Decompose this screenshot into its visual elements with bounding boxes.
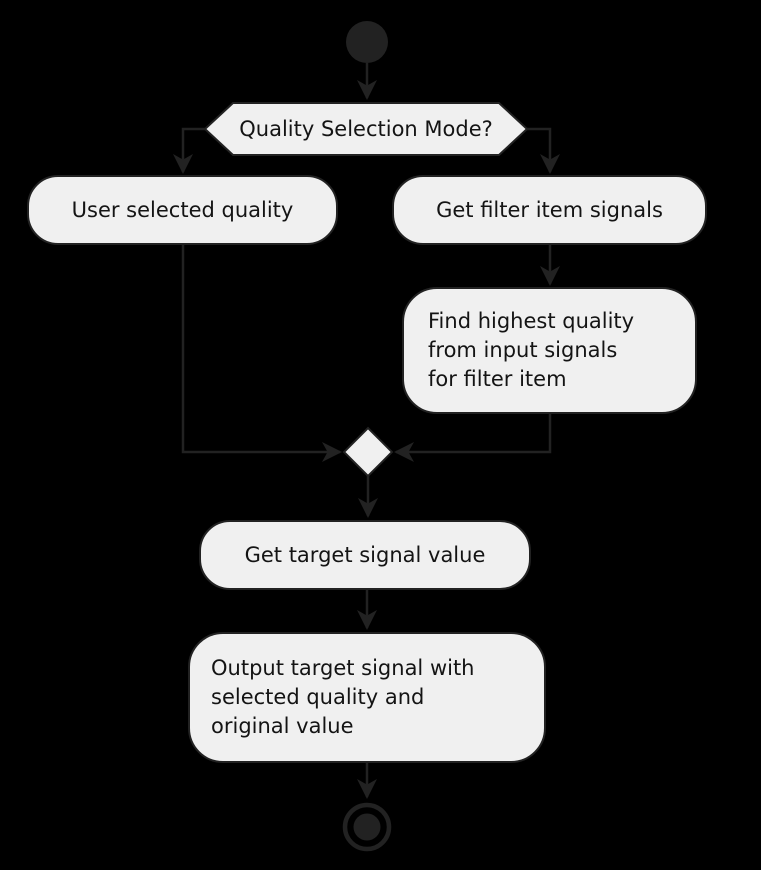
edge-decision-to-get-filter xyxy=(527,127,560,174)
activity-label-find-highest-quality: Find highest quality from input signals … xyxy=(403,288,696,413)
text-line: Find highest quality xyxy=(428,309,635,333)
end-node-ring xyxy=(342,802,392,852)
text-line: for filter item xyxy=(428,367,567,391)
activity-get-target-signal-value xyxy=(199,520,531,590)
activity-label-get-target-signal-value: Get target signal value xyxy=(244,542,486,567)
text-line: Output target signal with xyxy=(211,656,475,680)
activity-label-user-selected-quality: User selected quality xyxy=(71,197,294,222)
activity-label-get-filter-item-signals: Get filter item signals xyxy=(436,197,663,222)
edge-find-highest-to-merge xyxy=(394,413,552,462)
activity-label-output-target-signal: Output target signal with selected quali… xyxy=(189,633,545,762)
edge-decision-to-user-selected xyxy=(173,127,205,174)
decision-label: Quality Selection Mode? xyxy=(239,116,493,141)
text-line: from input signals xyxy=(428,338,618,362)
end-node-core xyxy=(353,813,381,841)
start-node xyxy=(346,21,388,63)
merge-diamond xyxy=(342,426,394,478)
edge-user-selected-to-merge xyxy=(181,244,342,462)
text-line: selected quality and xyxy=(211,685,425,709)
text-line: original value xyxy=(211,714,354,738)
